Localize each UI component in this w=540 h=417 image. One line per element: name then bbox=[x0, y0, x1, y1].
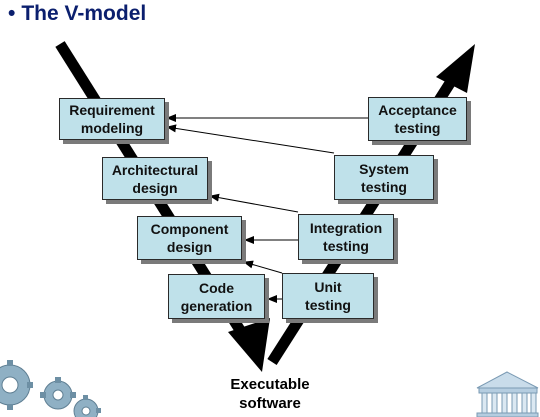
arrow-system-to-requirement bbox=[166, 124, 335, 154]
system-testing-box: System testing bbox=[334, 155, 434, 200]
unit-testing-box: Unit testing bbox=[282, 273, 374, 319]
gears-icon bbox=[0, 360, 101, 417]
component-design-box: Component design bbox=[137, 216, 242, 260]
code-generation-label: Code generation bbox=[180, 279, 253, 314]
acceptance-testing-box: Acceptance testing bbox=[368, 97, 467, 141]
executable-software-label: Executable software bbox=[230, 376, 310, 412]
v-left-arrowhead bbox=[228, 318, 270, 372]
unit-testing-label: Unit testing bbox=[305, 279, 351, 313]
architectural-design-box: Architectural design bbox=[102, 157, 208, 200]
system-testing-label: System testing bbox=[359, 160, 409, 195]
slide-title: •The V-model bbox=[8, 2, 146, 26]
title-text: The V-model bbox=[21, 2, 147, 25]
architectural-design-label: Architectural design bbox=[111, 161, 199, 196]
v-right-arrowhead bbox=[436, 44, 475, 93]
arrow-integration-to-architectural bbox=[209, 193, 299, 213]
requirement-modeling-label: Requirement modeling bbox=[69, 102, 155, 136]
requirement-modeling-box: Requirement modeling bbox=[59, 98, 165, 140]
integration-testing-box: Integration testing bbox=[298, 214, 394, 260]
acceptance-testing-label: Acceptance testing bbox=[378, 102, 457, 136]
code-generation-box: Code generation bbox=[168, 274, 265, 319]
title-bullet: • bbox=[8, 2, 16, 25]
component-design-label: Component design bbox=[150, 221, 229, 255]
integration-testing-label: Integration testing bbox=[309, 220, 383, 254]
arrow-unit-to-component bbox=[243, 260, 283, 274]
building-icon bbox=[476, 371, 539, 417]
